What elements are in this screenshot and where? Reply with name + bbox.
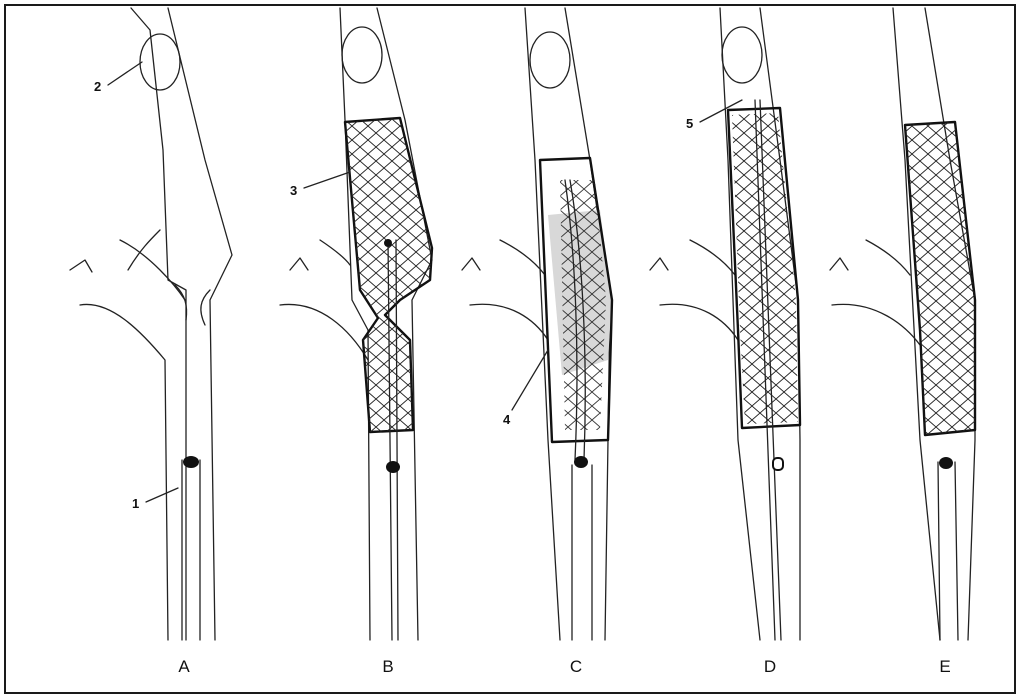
catheter (572, 465, 592, 640)
panel-label-c: C (570, 657, 582, 676)
callout-3: 3 (290, 183, 297, 198)
balloon-2 (140, 34, 180, 90)
balloon-2 (342, 27, 382, 83)
panel-d (650, 8, 800, 640)
catheter-tip (183, 456, 199, 468)
callout-5: 5 (686, 116, 693, 131)
catheter (938, 462, 958, 640)
callout-1: 1 (132, 496, 139, 511)
branch-vessel (660, 304, 738, 340)
catheter-tip (939, 457, 953, 469)
panel-label-d: D (764, 657, 776, 676)
catheter-tip (773, 458, 783, 470)
catheter-1 (182, 460, 200, 640)
leader-1 (146, 488, 178, 502)
leader-2 (108, 62, 142, 85)
panel-b (280, 8, 432, 640)
panel-label-a: A (178, 657, 190, 676)
side-branch (650, 240, 735, 275)
balloon-2 (530, 32, 570, 88)
panel-e (830, 8, 975, 640)
aneurysm-neck (175, 285, 210, 325)
vessel-wall-left (525, 8, 560, 640)
panel-label-e: E (939, 657, 950, 676)
side-branch (830, 240, 910, 275)
vessel-wall-left (340, 8, 370, 640)
panel-a (70, 8, 232, 640)
branch-vessel (832, 304, 920, 345)
vessel-wall-left (131, 8, 186, 640)
leader-4 (512, 350, 548, 410)
branch-vessel (280, 304, 368, 360)
wire-marker (384, 239, 392, 247)
branch-vessel (470, 304, 548, 340)
leader-3 (304, 172, 350, 188)
panel-label-b: B (382, 657, 393, 676)
side-branch (290, 240, 350, 270)
catheter-tip (574, 456, 588, 468)
panel-c (462, 8, 612, 640)
balloon-2 (722, 27, 762, 83)
callout-2: 2 (94, 79, 101, 94)
branch-vessel (80, 230, 168, 640)
callout-4: 4 (503, 412, 511, 427)
catheter-tip (386, 461, 400, 473)
side-branch (462, 240, 545, 275)
